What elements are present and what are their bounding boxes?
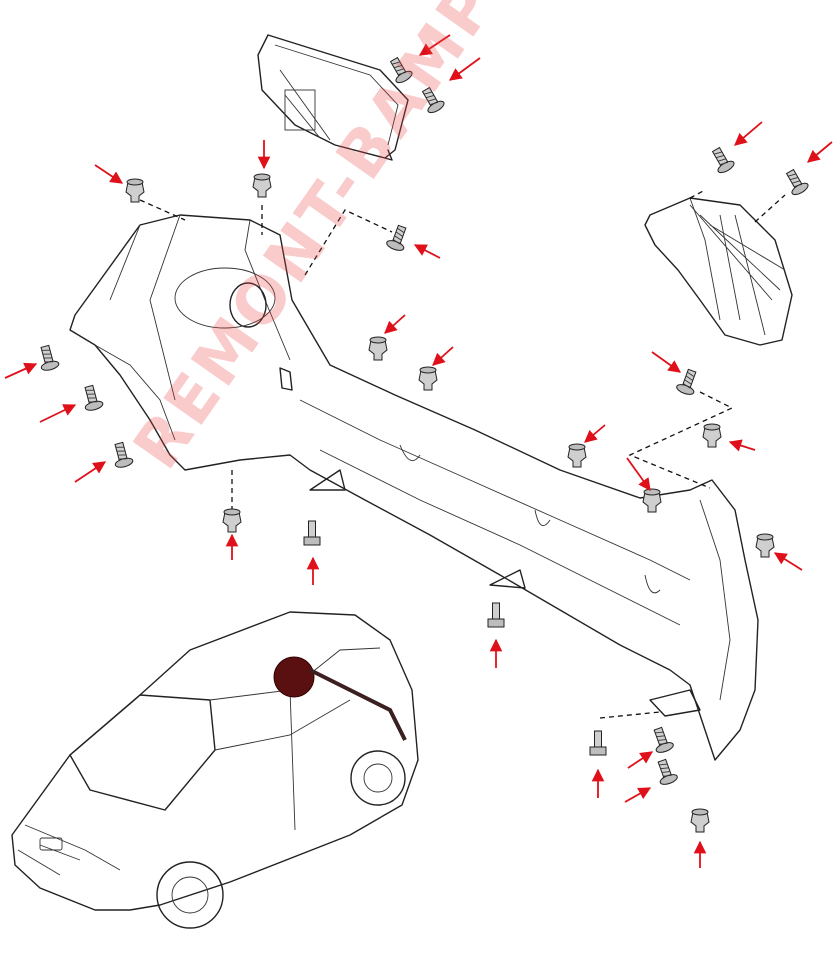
screw bbox=[785, 168, 809, 196]
clip bbox=[418, 366, 438, 391]
screw bbox=[657, 758, 678, 785]
clip bbox=[368, 336, 388, 361]
screw bbox=[676, 368, 697, 395]
screw bbox=[114, 441, 134, 468]
clip bbox=[252, 173, 272, 198]
red-arrow bbox=[413, 244, 441, 259]
screw bbox=[421, 86, 445, 114]
clip bbox=[702, 423, 722, 448]
red-arrow bbox=[773, 552, 803, 571]
red-arrow bbox=[94, 164, 124, 184]
arrow-layer bbox=[4, 34, 833, 868]
location-marker bbox=[273, 656, 407, 741]
leader-lines bbox=[139, 189, 786, 719]
red-arrow bbox=[418, 34, 451, 56]
red-arrow bbox=[807, 141, 833, 163]
red-arrow bbox=[651, 351, 682, 373]
red-arrow bbox=[4, 362, 38, 379]
red-arrow bbox=[39, 404, 77, 423]
red-arrow bbox=[584, 424, 606, 443]
red-arrow bbox=[734, 121, 763, 146]
red-arrow bbox=[384, 314, 406, 334]
clip bbox=[755, 533, 775, 558]
vertical-bolt bbox=[303, 520, 321, 546]
left-tail-light bbox=[257, 34, 409, 161]
screw bbox=[84, 384, 104, 411]
red-arrow bbox=[627, 751, 654, 769]
clip bbox=[642, 488, 662, 513]
red-arrow bbox=[432, 346, 454, 366]
vertical-bolt bbox=[487, 602, 505, 628]
screw bbox=[389, 56, 413, 84]
red-arrow bbox=[728, 439, 756, 452]
clip bbox=[125, 178, 145, 203]
vertical-bolt bbox=[589, 730, 607, 756]
red-arrow bbox=[74, 461, 107, 483]
red-arrow bbox=[448, 57, 481, 81]
clip bbox=[567, 443, 587, 468]
clip bbox=[222, 508, 242, 533]
screw bbox=[711, 146, 735, 174]
screw bbox=[653, 726, 674, 753]
clip bbox=[690, 808, 710, 833]
screw bbox=[40, 344, 60, 371]
right-tail-light bbox=[644, 197, 793, 346]
fastener-layer bbox=[40, 56, 809, 833]
screw bbox=[386, 224, 407, 251]
red-arrow bbox=[626, 457, 651, 492]
vehicle-overview bbox=[11, 611, 419, 929]
red-arrow bbox=[624, 787, 652, 803]
rear-bumper-cover bbox=[69, 214, 759, 761]
